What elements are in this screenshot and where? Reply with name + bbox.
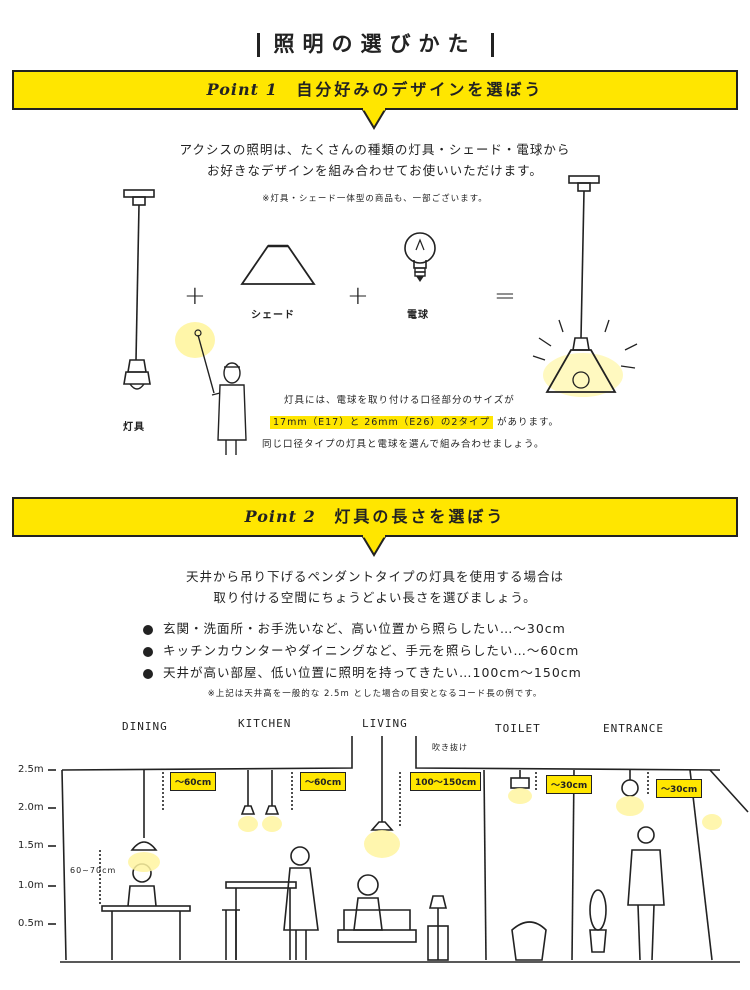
length-tag-dining: ～60cm bbox=[170, 772, 217, 791]
plus-sign-1: + bbox=[184, 281, 206, 311]
point2-intro-line2: 取り付ける空間にちょうどよい長さを選びましょう。 bbox=[213, 590, 537, 605]
height-tick-1-5: 1.5m bbox=[18, 840, 44, 851]
point1-intro-line2: お好きなデザインを組み合わせてお使いいただけます。 bbox=[207, 163, 543, 178]
length-tag-toilet: ～30cm bbox=[546, 775, 593, 794]
list-item: 天井が高い部屋、低い位置に照明を持ってきたい…100cm～150cm bbox=[143, 662, 582, 684]
room-height-diagram bbox=[48, 736, 749, 963]
complete-lamp-illustration bbox=[532, 175, 638, 397]
point2-banner-tail bbox=[362, 535, 386, 557]
fixture-label: 灯具 bbox=[123, 422, 145, 433]
atrium-label: 吹き抜け bbox=[432, 743, 468, 752]
height-tick-0-5: 0.5m bbox=[18, 918, 44, 929]
bulb-label: 電球 bbox=[407, 310, 429, 321]
page-title-text: 照明の選びかた bbox=[273, 32, 477, 56]
room-label-toilet: TOILET bbox=[495, 722, 541, 735]
plus-sign-2: + bbox=[347, 281, 369, 311]
list-item: 玄関・洗面所・お手洗いなど、高い位置から照らしたい…～30cm bbox=[143, 618, 582, 640]
room-label-kitchen: KITCHEN bbox=[238, 717, 292, 730]
bullet-icon bbox=[143, 646, 153, 657]
point2-footnote: ※上記は天井高を一般的な 2.5m とした場合の目安となるコード長の例です。 bbox=[207, 689, 543, 699]
length-tag-entrance: ～30cm bbox=[656, 779, 703, 798]
point2-intro-line1: 天井から吊り下げるペンダントタイプの灯具を使用する場合は bbox=[185, 569, 564, 584]
point2-heading: 灯具の長さを選ぼう bbox=[334, 507, 506, 526]
bullet-text-3: 天井が高い部屋、低い位置に照明を持ってきたい…100cm～150cm bbox=[163, 665, 582, 680]
height-tick-2-5: 2.5m bbox=[18, 764, 44, 775]
person-holding-torch-illustration bbox=[175, 322, 247, 455]
shade-label: シェード bbox=[251, 310, 295, 321]
fixture-illustration bbox=[123, 189, 155, 390]
room-label-entrance: ENTRANCE bbox=[603, 722, 664, 735]
length-tag-kitchen: ～60cm bbox=[300, 772, 347, 791]
point2-intro: 天井から吊り下げるペンダントタイプの灯具を使用する場合は 取り付ける空間にちょう… bbox=[0, 566, 750, 608]
socket-size-highlight: 17mm（E17）と 26mm（E26）の2タイプ bbox=[270, 416, 493, 429]
table-height-label: 60~70cm bbox=[70, 866, 117, 875]
length-guide-list: 玄関・洗面所・お手洗いなど、高い位置から照らしたい…～30cm キッチンカウンタ… bbox=[143, 618, 582, 684]
height-tick-2-0: 2.0m bbox=[18, 802, 44, 813]
point2-label: Point 2 bbox=[244, 507, 316, 526]
bullet-text-2: キッチンカウンターやダイニングなど、手元を照らしたい…～60cm bbox=[163, 643, 580, 658]
title-bar-right bbox=[490, 33, 494, 57]
socket-text-line2-rest: があります。 bbox=[496, 417, 560, 428]
socket-text-line3: 同じ口径タイプの灯具と電球を選んで組み合わせましょう。 bbox=[262, 439, 545, 450]
list-item: キッチンカウンターやダイニングなど、手元を照らしたい…～60cm bbox=[143, 640, 582, 662]
point1-banner: Point 1 自分好みのデザインを選ぼう bbox=[12, 70, 738, 110]
bullet-text-1: 玄関・洗面所・お手洗いなど、高い位置から照らしたい…～30cm bbox=[163, 621, 566, 636]
bullet-icon bbox=[143, 668, 153, 679]
point1-banner-tail bbox=[362, 108, 386, 130]
height-tick-1-0: 1.0m bbox=[18, 880, 44, 891]
title-bar-left bbox=[256, 33, 260, 57]
bulb-illustration bbox=[404, 232, 436, 282]
socket-text-line1: 灯具には、電球を取り付ける口径部分のサイズが bbox=[284, 395, 515, 406]
shade-illustration bbox=[240, 244, 316, 285]
socket-text-line2: 17mm（E17）と 26mm（E26）の2タイプ があります。 bbox=[270, 414, 560, 429]
point1-label: Point 1 bbox=[206, 80, 278, 99]
equals-sign: = bbox=[494, 281, 516, 311]
bullet-icon bbox=[143, 624, 153, 635]
point2-banner: Point 2 灯具の長さを選ぼう bbox=[12, 497, 738, 537]
point1-note: ※灯具・シェード一体型の商品も、一部ございます。 bbox=[262, 194, 488, 204]
room-label-living: LIVING bbox=[362, 717, 408, 730]
room-label-dining: DINING bbox=[122, 720, 168, 733]
length-tag-living: 100～150cm bbox=[410, 772, 482, 791]
point1-intro-line1: アクシスの照明は、たくさんの種類の灯具・シェード・電球から bbox=[179, 142, 571, 157]
page-title: 照明の選びかた bbox=[0, 28, 750, 58]
point1-heading: 自分好みのデザインを選ぼう bbox=[296, 80, 544, 99]
point1-intro: アクシスの照明は、たくさんの種類の灯具・シェード・電球から お好きなデザインを組… bbox=[0, 139, 750, 181]
